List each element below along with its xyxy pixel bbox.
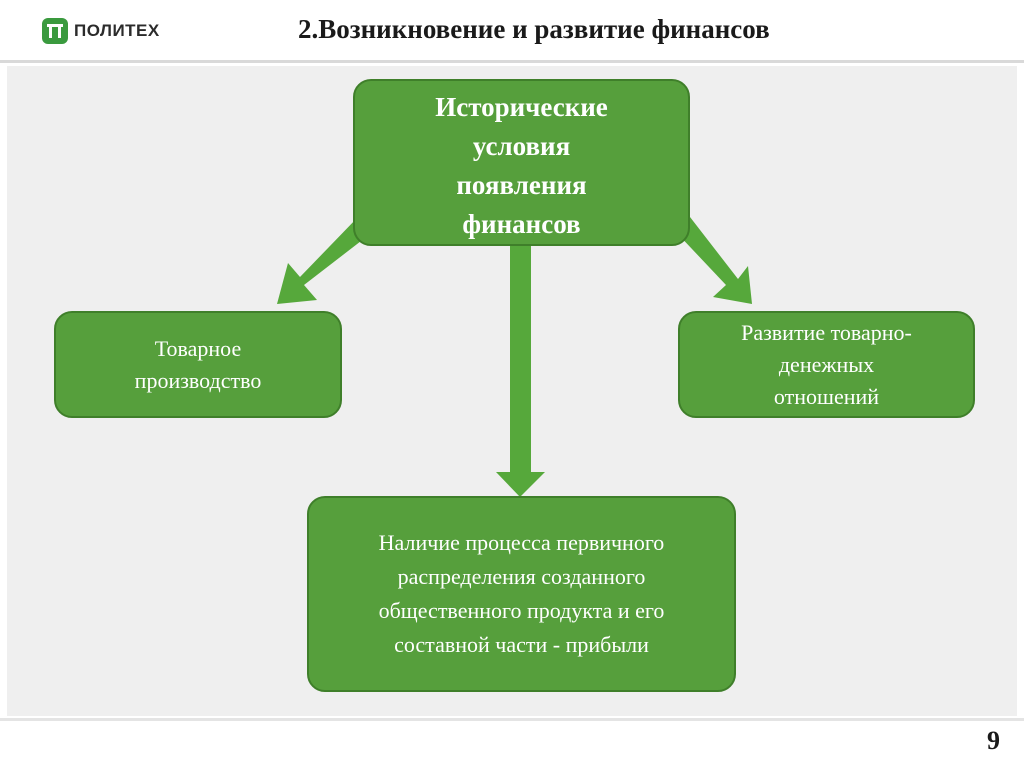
- slide-title: 2.Возникновение и развитие финансов: [298, 14, 770, 44]
- box-commodity-production: Товарное производство: [54, 311, 342, 418]
- box-primary-distribution: Наличие процесса первичного распределени…: [307, 496, 736, 692]
- footer-divider: [0, 718, 1024, 721]
- logo-text: ПОЛИТЕХ: [74, 21, 160, 40]
- box-main-line: появления: [456, 169, 587, 200]
- box-historical-conditions: Исторические условия появления финансов: [353, 79, 690, 246]
- box-commodity-money-relations: Развитие товарно- денежных отношений: [678, 311, 975, 418]
- box-main-line: условия: [472, 130, 571, 161]
- page-number: 9: [987, 726, 1000, 755]
- box-main-line: финансов: [462, 208, 581, 239]
- arrow-to-bottom: [496, 246, 545, 497]
- header-divider: [0, 60, 1024, 63]
- box-left-line: производство: [134, 367, 262, 393]
- box-bottom-line: составной части - прибыли: [394, 632, 649, 657]
- slide-header: ПОЛИТЕХ 2.Возникновение и развитие финан…: [0, 0, 1024, 62]
- box-right-line: денежных: [778, 351, 875, 377]
- arrow-to-left: [277, 217, 374, 304]
- politeh-logo-icon: [42, 18, 68, 44]
- logo: ПОЛИТЕХ: [42, 18, 160, 44]
- box-bottom-line: общественного продукта и его: [378, 598, 665, 623]
- box-left-line: Товарное: [154, 335, 242, 361]
- box-right-line: Развитие товарно-: [741, 319, 912, 345]
- arrow-to-right: [675, 217, 752, 304]
- box-right-line: отношений: [773, 383, 880, 409]
- box-main-line: Исторические: [435, 91, 608, 122]
- box-bottom-line: распределения созданного: [397, 564, 646, 589]
- box-bottom-line: Наличие процесса первичного: [378, 530, 665, 555]
